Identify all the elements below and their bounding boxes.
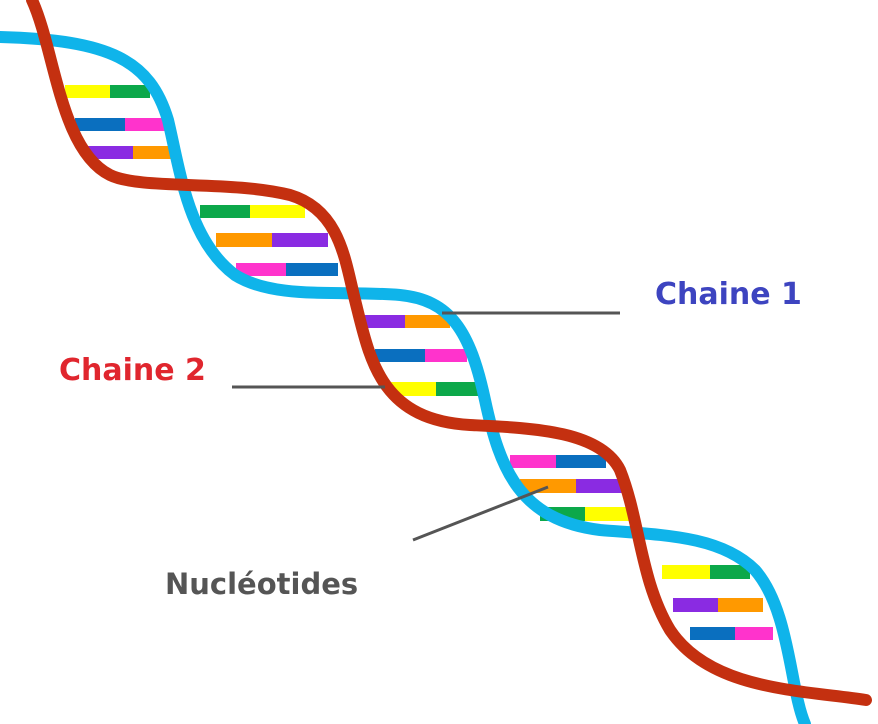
nucleotide-bar [88, 146, 133, 159]
nucleotide-bar [236, 263, 286, 276]
leader-line-nucleotides [412, 485, 549, 542]
nucleotide-bar [110, 85, 150, 98]
nucleotide-bar [375, 349, 425, 362]
nucleotide-bar [75, 118, 125, 131]
nucleotide-bar [718, 598, 763, 612]
strand-2-backbone [26, 0, 872, 706]
nucleotide-bar [125, 118, 167, 131]
nucleotide-bar [673, 598, 718, 612]
nucleotide-bar [556, 455, 606, 468]
nucleotide-bar [286, 263, 338, 276]
nucleotide-bar [576, 479, 622, 493]
nucleotide-bar [365, 315, 405, 328]
label-chaine-2: Chaine 2 [59, 353, 206, 388]
nucleotide-bar [425, 349, 467, 362]
nucleotide-bar [405, 315, 450, 328]
nucleotide-bar [510, 455, 556, 468]
nucleotide-bar [133, 146, 175, 159]
nucleotide-bar [735, 627, 773, 640]
nucleotide-bar [520, 479, 576, 493]
nucleotide-bar [710, 565, 750, 579]
nucleotide-bar [65, 85, 110, 98]
label-nucleotides: Nucléotides [165, 567, 359, 601]
nucleotide-bar [436, 382, 480, 396]
nucleotide-bar [216, 233, 272, 247]
nucleotide-bar [662, 565, 710, 579]
nucleotide-bar [250, 205, 305, 218]
nucleotide-bar [272, 233, 328, 247]
strand-1-backbone [0, 31, 811, 724]
nucleotide-bar [388, 382, 436, 396]
nucleotide-bar [585, 507, 632, 521]
label-chaine-1: Chaine 1 [655, 277, 802, 312]
nucleotide-bar [690, 627, 735, 640]
nucleotide-bar [200, 205, 250, 218]
